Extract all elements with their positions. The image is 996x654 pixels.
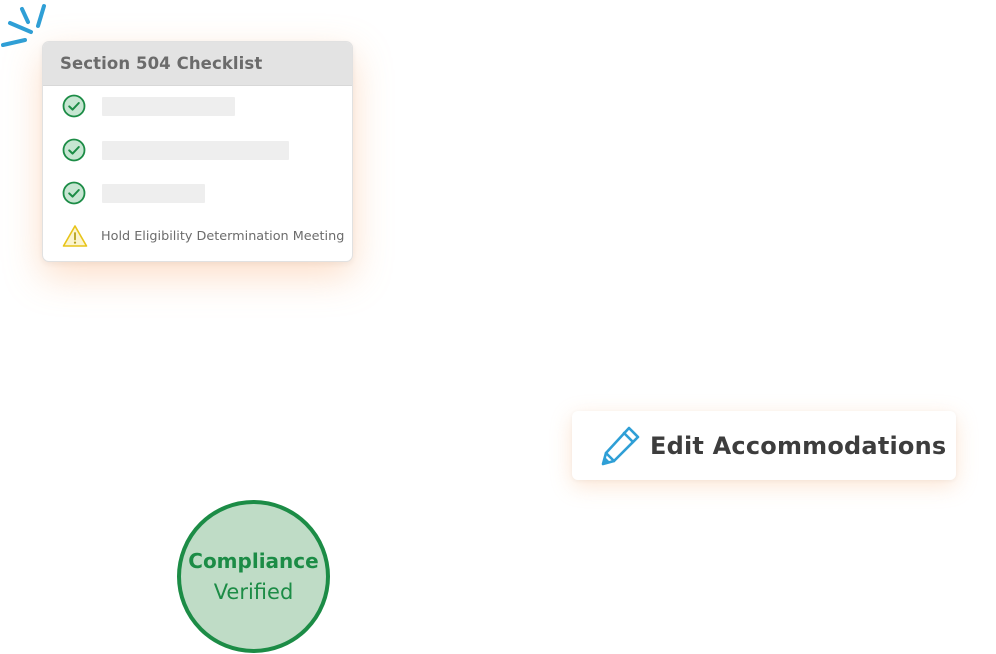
checklist-header: Section 504 Checklist bbox=[43, 42, 352, 86]
section-504-checklist-card: Section 504 Checklist Hold Eligibility D… bbox=[42, 41, 353, 262]
checklist-item[interactable] bbox=[62, 138, 289, 162]
checklist-item[interactable] bbox=[62, 94, 235, 118]
compliance-verified-badge: Compliance Verified bbox=[177, 500, 330, 653]
checklist-pending-item[interactable]: Hold Eligibility Determination Meeting bbox=[62, 224, 344, 248]
pencil-icon bbox=[601, 426, 640, 465]
checklist-item[interactable] bbox=[62, 181, 205, 205]
warning-triangle-icon bbox=[62, 225, 88, 247]
checklist-item-placeholder bbox=[102, 96, 235, 116]
check-circle-icon bbox=[62, 181, 86, 205]
check-circle-icon bbox=[62, 94, 86, 118]
checklist-item-placeholder bbox=[102, 140, 289, 160]
edit-accommodations-label: Edit Accommodations bbox=[650, 431, 947, 460]
checklist-item-placeholder bbox=[102, 183, 205, 203]
badge-subtitle: Verified bbox=[213, 579, 294, 604]
checklist-title: Section 504 Checklist bbox=[60, 54, 263, 73]
edit-accommodations-button[interactable]: Edit Accommodations bbox=[572, 411, 956, 480]
sparkle-icon bbox=[1, 4, 46, 47]
pending-item-label: Hold Eligibility Determination Meeting bbox=[101, 228, 345, 244]
badge-title: Compliance bbox=[188, 548, 319, 573]
check-circle-icon bbox=[62, 138, 86, 162]
